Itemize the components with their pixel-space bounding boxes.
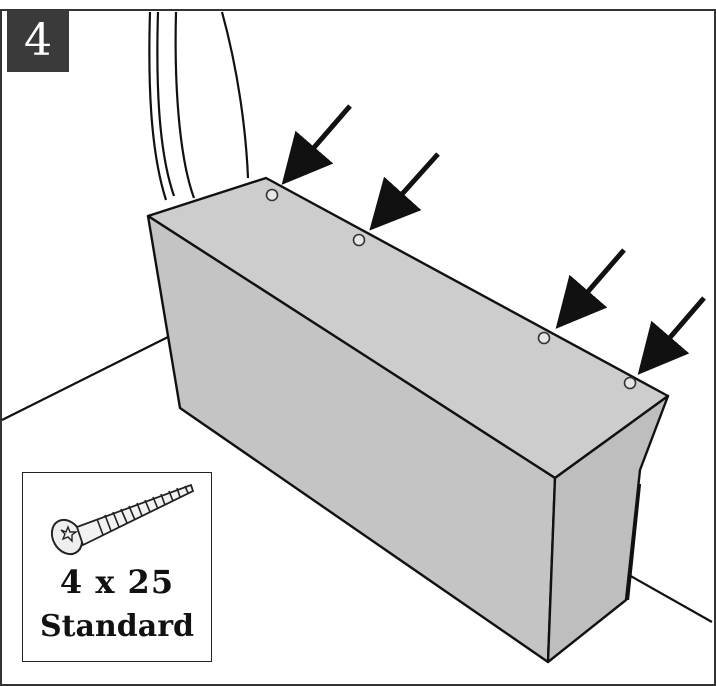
pointing-arrow-icon xyxy=(555,248,626,329)
room-lines xyxy=(1,11,713,623)
screw-size-label: 4 x 25 xyxy=(59,563,175,601)
hardware-callout: 4 x 25 Standard xyxy=(22,472,212,662)
pointing-arrow-icon xyxy=(637,296,706,375)
step-number-badge: 4 xyxy=(7,10,69,72)
screw-hole-icon xyxy=(537,331,551,345)
illustration-frame xyxy=(0,9,716,686)
pointing-arrow-icon xyxy=(281,104,352,185)
cabinet xyxy=(146,176,670,664)
pointing-arrow-icon xyxy=(369,152,440,231)
screw-type-label: Standard xyxy=(40,609,194,644)
cabinet-side-face xyxy=(546,394,670,664)
screw-hole-icon xyxy=(352,233,366,247)
countersunk-torx-screw-icon xyxy=(50,483,195,556)
screw-hole-icon xyxy=(265,188,279,202)
screw-hole-icon xyxy=(623,376,637,390)
screw-holes xyxy=(265,188,637,390)
arrows xyxy=(281,104,706,375)
